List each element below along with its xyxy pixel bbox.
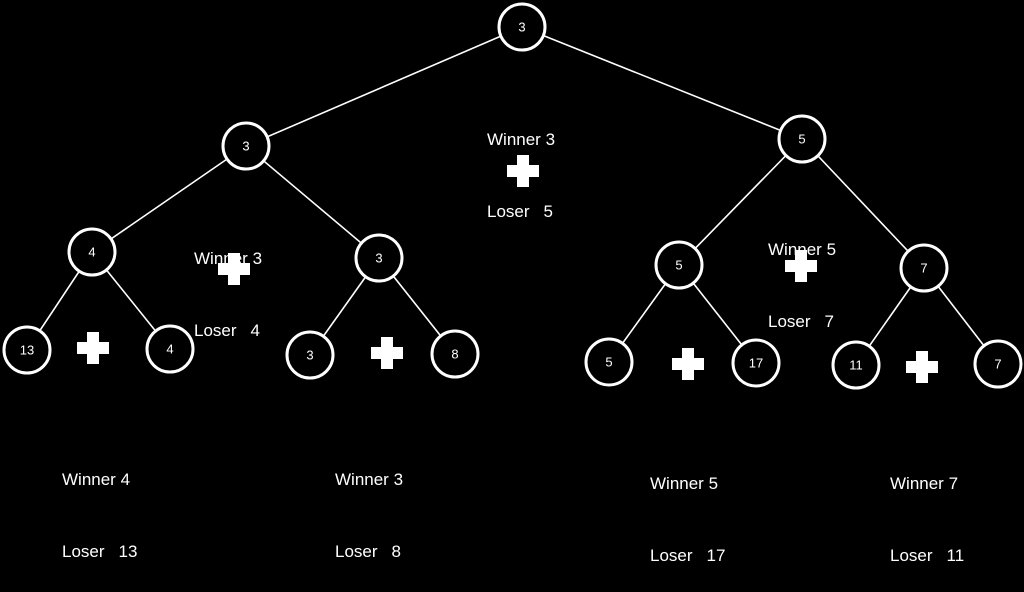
- node-circle: [973, 339, 1023, 389]
- plus-icon: [785, 250, 817, 282]
- winner-label: Winner: [335, 470, 389, 489]
- loser-value: 7: [824, 312, 834, 331]
- edge-R-RR: [801, 138, 925, 269]
- winner-value: 5: [708, 474, 719, 493]
- node-value: 3: [518, 20, 525, 35]
- winner-value: 3: [393, 470, 404, 489]
- node-value: 4: [166, 342, 173, 357]
- node-root: 3: [497, 2, 547, 52]
- node-circle: [430, 329, 480, 379]
- winner-label: Winner: [194, 249, 248, 268]
- node-LLL: 13: [2, 325, 52, 375]
- match-result-root: Winner 3 Loser 5: [487, 80, 555, 248]
- node-value: 5: [675, 258, 682, 273]
- node-circle: [831, 340, 881, 390]
- node-value: 17: [749, 356, 763, 371]
- winner-value: 3: [545, 130, 556, 149]
- node-circle: [654, 240, 704, 290]
- node-value: 4: [88, 245, 95, 260]
- plus-icon: [507, 155, 539, 187]
- node-value: 13: [20, 343, 34, 358]
- match-result-left-right: Winner 3 Loser 8: [335, 420, 403, 588]
- loser-value: 8: [391, 542, 401, 561]
- winner-value: 7: [948, 474, 959, 493]
- loser-value: 17: [706, 546, 726, 565]
- tournament-tree-diagram: 3 3 5 4 3 5 7 13 4 3 8 5 17 11 7: [2, 2, 1023, 390]
- node-LRL: 3: [285, 330, 335, 380]
- loser-label: Loser: [890, 546, 933, 565]
- node-circle: [777, 114, 827, 164]
- plus-icon: [906, 351, 938, 383]
- edge-root-R: [521, 26, 803, 140]
- node-R: 5: [777, 114, 827, 164]
- loser-value: 11: [946, 546, 965, 565]
- winner-label: Winner: [62, 470, 116, 489]
- node-value: 7: [920, 261, 927, 276]
- edge-L-LR: [245, 145, 380, 259]
- match-result-right-left: Winner 5 Loser 17: [650, 424, 725, 592]
- node-value: 5: [798, 132, 805, 147]
- match-result-right-right: Winner 7 Loser 11: [890, 424, 964, 592]
- tree-nodes: 3 3 5 4 3 5 7 13 4 3 8 5 17 11 7: [2, 2, 1023, 390]
- node-circle: [497, 2, 547, 52]
- node-value: 8: [451, 347, 458, 362]
- node-circle: [354, 233, 404, 283]
- loser-value: 13: [118, 542, 138, 561]
- loser-label: Loser: [768, 312, 811, 331]
- plus-icon: [218, 253, 250, 285]
- loser-label: Loser: [62, 542, 105, 561]
- node-value: 5: [605, 355, 612, 370]
- node-circle: [145, 324, 195, 374]
- node-RRL: 11: [831, 340, 881, 390]
- node-RRR: 7: [973, 339, 1023, 389]
- winner-label: Winner: [487, 130, 541, 149]
- node-value: 11: [849, 358, 863, 373]
- node-RLR: 17: [731, 338, 781, 388]
- node-LR: 3: [354, 233, 404, 283]
- match-result-right: Winner 5 Loser 7: [768, 190, 836, 358]
- edge-L-LL: [91, 145, 247, 253]
- node-RL: 5: [654, 240, 704, 290]
- node-circle: [731, 338, 781, 388]
- edge-root-L: [245, 26, 523, 147]
- node-value: 3: [242, 139, 249, 154]
- plus-icon: [77, 332, 109, 364]
- match-result-left: Winner 3 Loser 4: [194, 199, 262, 367]
- plus-icon: [672, 348, 704, 380]
- node-circle: [67, 227, 117, 277]
- winner-value: 4: [120, 470, 131, 489]
- node-circle: [899, 243, 949, 293]
- loser-label: Loser: [650, 546, 693, 565]
- node-circle: [285, 330, 335, 380]
- node-circle: [584, 337, 634, 387]
- node-circle: [221, 121, 271, 171]
- node-value: 3: [306, 348, 313, 363]
- node-value: 3: [375, 251, 382, 266]
- winner-label: Winner: [650, 474, 704, 493]
- node-RLL: 5: [584, 337, 634, 387]
- node-value: 7: [994, 357, 1001, 372]
- node-LL: 4: [67, 227, 117, 277]
- winner-label: Winner: [890, 474, 944, 493]
- loser-label: Loser: [487, 202, 530, 221]
- node-circle: [2, 325, 52, 375]
- plus-signs: [77, 155, 938, 383]
- node-RR: 7: [899, 243, 949, 293]
- winner-value: 5: [826, 240, 837, 259]
- winner-value: 3: [252, 249, 263, 268]
- node-L: 3: [221, 121, 271, 171]
- loser-label: Loser: [335, 542, 378, 561]
- plus-icon: [371, 337, 403, 369]
- match-result-left-left: Winner 4 Loser 13: [62, 420, 137, 588]
- loser-label: Loser: [194, 321, 237, 340]
- loser-value: 5: [543, 202, 553, 221]
- node-LRR: 8: [430, 329, 480, 379]
- edge-R-RL: [678, 138, 803, 266]
- loser-value: 4: [250, 321, 260, 340]
- winner-label: Winner: [768, 240, 822, 259]
- node-LLR: 4: [145, 324, 195, 374]
